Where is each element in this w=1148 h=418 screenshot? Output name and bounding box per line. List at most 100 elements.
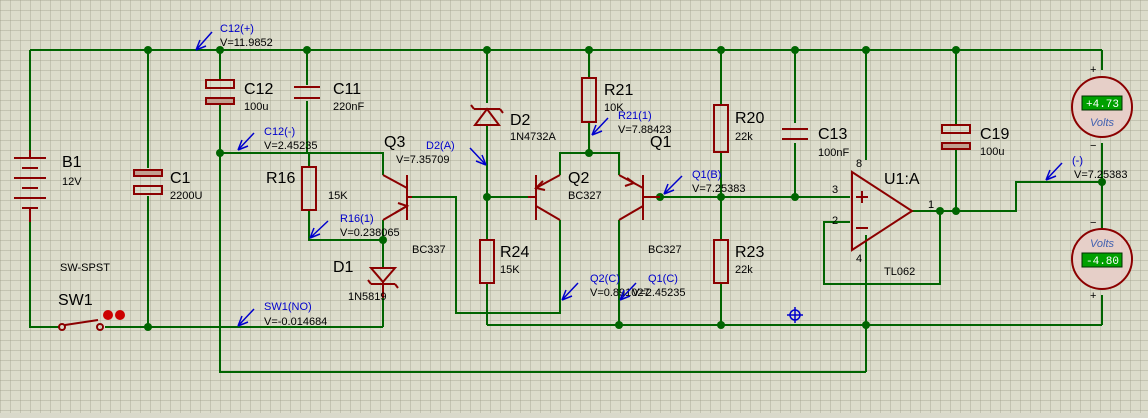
r23-label: R23 <box>735 244 764 261</box>
voltmeter-bottom-plus: + <box>1090 290 1096 302</box>
r24-label: R24 <box>500 244 529 261</box>
probe-arrow-icon <box>237 308 255 327</box>
u1-pin-3: 3 <box>832 184 838 196</box>
battery-b1[interactable]: B1 12V <box>14 150 82 222</box>
sw1-toggle-icon-2 <box>115 310 125 320</box>
d2-value: 1N4732A <box>510 131 557 143</box>
transistor-q1[interactable]: Q1 BC327 <box>618 134 682 256</box>
resistor-r21[interactable]: R21 10K <box>581 77 633 123</box>
probe-c12-plus-value: V=11.9852 <box>220 37 273 49</box>
probe-c12-minus-name: C12(-) <box>264 126 295 138</box>
c1-label: C1 <box>170 170 191 187</box>
probe-q1c[interactable]: Q1(C) V=2.45235 <box>619 273 686 301</box>
probe-r21-1-name: R21(1) <box>618 110 652 122</box>
probe-c12-plus[interactable]: C12(+) V=11.9852 <box>195 23 273 51</box>
r23-value: 22k <box>735 264 753 276</box>
capacitor-c19[interactable]: C19 100u <box>941 124 1009 158</box>
c11-label: C11 <box>333 81 361 98</box>
d1-label: D1 <box>333 259 354 276</box>
sw1-label: SW1 <box>58 292 93 309</box>
wires <box>29 49 1103 373</box>
probe-r16-1[interactable]: R16(1) V=0.238065 <box>309 213 400 239</box>
probe-q1b-value: V=7.25383 <box>692 183 746 195</box>
probe-r16-1-value: V=0.238065 <box>340 227 400 239</box>
probe-arrow-icon <box>1045 162 1063 181</box>
probe-q2c-name: Q2(C) <box>590 273 620 285</box>
junction-dots <box>144 46 1106 331</box>
probe-d2a[interactable]: D2(A) <box>426 140 487 166</box>
voltmeter-bottom-minus: − <box>1090 217 1096 229</box>
probe-q3-value: V=7.35709 <box>396 154 450 166</box>
q1-value: BC327 <box>648 244 682 256</box>
c13-value: 100nF <box>818 147 849 159</box>
d1-value: 1N5819 <box>348 291 387 303</box>
diode-d2[interactable]: D2 1N4732A <box>470 104 557 143</box>
probe-arrow-icon <box>469 147 487 166</box>
q3-label: Q3 <box>384 134 405 151</box>
capacitor-c11[interactable]: C11 220nF <box>294 81 364 113</box>
probe-q1c-name: Q1(C) <box>648 273 678 285</box>
probe-arrow-icon <box>591 117 609 136</box>
r16-label: R16 <box>266 170 295 187</box>
u1-pin-4: 4 <box>856 253 862 265</box>
transistor-q3[interactable]: Q3 BC337 <box>382 134 446 256</box>
r20-label: R20 <box>735 110 764 127</box>
probe-minus[interactable]: (-) V=7.25383 <box>1045 155 1128 181</box>
u1-pin-8: 8 <box>856 158 862 170</box>
capacitor-c12[interactable]: C12 100u <box>205 79 273 113</box>
b1-value: 12V <box>62 176 82 188</box>
capacitor-c13[interactable]: C13 100nF <box>782 126 849 159</box>
c1-value: 2200U <box>170 190 202 202</box>
transistor-q2[interactable]: Q2 BC327 <box>528 170 602 221</box>
probe-q1b[interactable]: Q1(B) V=7.25383 <box>663 169 746 195</box>
probe-q3: V=7.35709 <box>396 154 450 166</box>
u1-pin-1: 1 <box>928 199 934 211</box>
voltmeter-top-reading: +4.73 <box>1086 99 1119 111</box>
voltmeter-top-plus: + <box>1090 64 1096 76</box>
capacitor-c1[interactable]: C1 2200U <box>133 169 202 202</box>
c12-label: C12 <box>244 81 273 98</box>
resistor-r20[interactable]: R20 22k <box>713 104 764 153</box>
origin-marker-icon <box>787 307 803 323</box>
q3-value: BC337 <box>412 244 446 256</box>
probe-r21-1-value: V=7.88423 <box>618 124 672 136</box>
probe-q2c[interactable]: Q2(C) V=0.891027 <box>561 273 650 301</box>
resistor-r23[interactable]: R23 22k <box>713 239 764 284</box>
r16-value: 15K <box>328 190 348 202</box>
r24-value: 15K <box>500 264 520 276</box>
u1-value: TL062 <box>884 266 915 278</box>
probe-c12-minus[interactable]: C12(-) V=2.45235 <box>237 126 318 152</box>
switch-sw1[interactable]: SW-SPST SW1 <box>58 262 125 331</box>
probe-minus-value: V=7.25383 <box>1074 169 1128 181</box>
sw1-value: SW-SPST <box>60 262 110 274</box>
resistor-r24[interactable]: R24 15K <box>479 239 529 284</box>
probe-q1b-name: Q1(B) <box>692 169 721 181</box>
q2-value: BC327 <box>568 190 602 202</box>
probe-arrow-icon <box>195 31 213 51</box>
probe-arrow-icon <box>237 132 255 151</box>
opamp-u1a[interactable]: U1:A TL062 3 2 1 8 4 <box>832 158 934 278</box>
c13-label: C13 <box>818 126 847 143</box>
q1-label: Q1 <box>650 134 671 151</box>
b1-label: B1 <box>62 154 82 171</box>
probe-q2c-value: V=0.891027 <box>590 287 650 299</box>
voltmeter-bottom[interactable]: Volts -4.80 − + <box>1071 217 1133 302</box>
r21-label: R21 <box>604 82 633 99</box>
r20-value: 22k <box>735 131 753 143</box>
probe-d2a-name: D2(A) <box>426 140 455 152</box>
probe-r21-1[interactable]: R21(1) V=7.88423 <box>591 110 672 136</box>
probe-minus-name: (-) <box>1072 155 1083 167</box>
resistor-r16[interactable]: R16 15K <box>266 166 348 211</box>
probe-sw1no[interactable]: SW1(NO) V=-0.014684 <box>237 301 327 328</box>
probe-c12-minus-value: V=2.45235 <box>264 140 318 152</box>
d2-label: D2 <box>510 112 531 129</box>
sw1-toggle-icon <box>103 310 113 320</box>
c19-label: C19 <box>980 126 1009 143</box>
r21-value: 10K <box>604 102 624 114</box>
voltmeter-bottom-unit: Volts <box>1090 238 1115 250</box>
probe-sw1no-value: V=-0.014684 <box>264 316 327 328</box>
diode-d1[interactable]: D1 1N5819 <box>333 259 399 303</box>
voltmeter-top[interactable]: +4.73 Volts + − <box>1071 64 1133 152</box>
